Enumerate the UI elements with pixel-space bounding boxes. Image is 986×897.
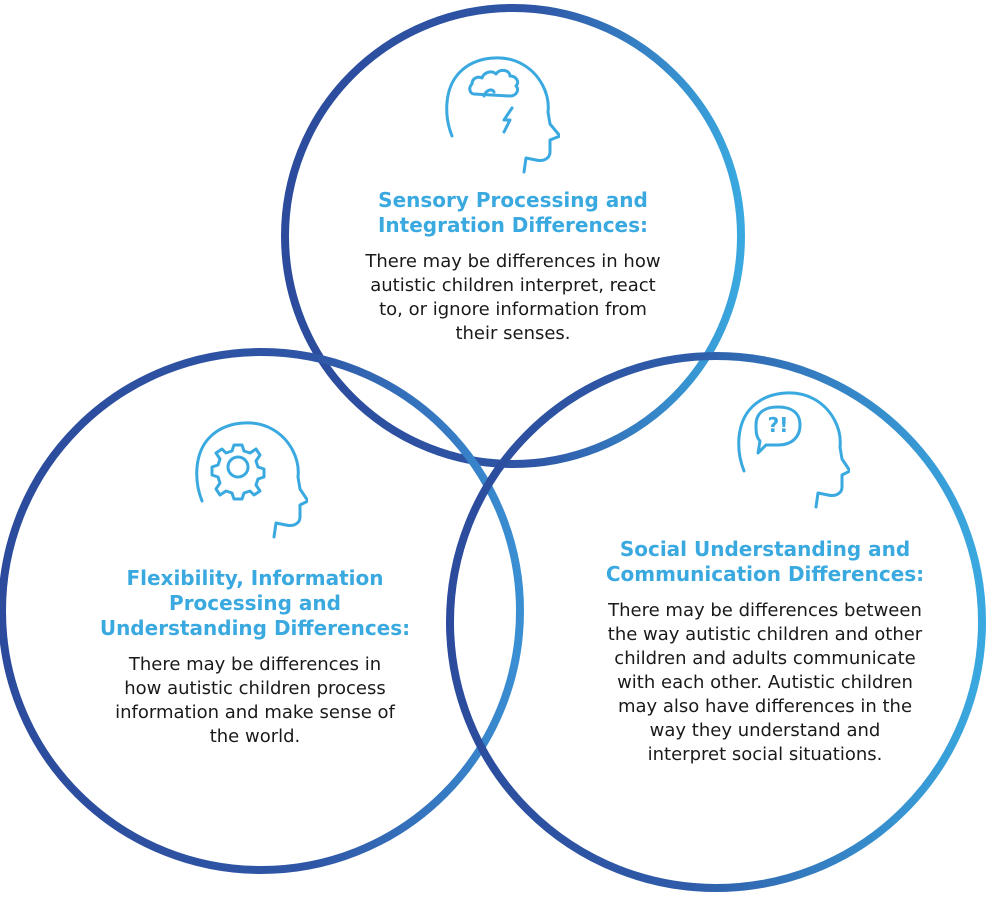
left-circle [0, 348, 524, 874]
text-line: children and adults communicate [614, 648, 916, 669]
text-line: to, or ignore information from [379, 299, 647, 320]
social-text: There may be differences between the way… [555, 599, 975, 767]
flexibility-section: Flexibility, Information Processing and … [70, 566, 440, 749]
social-title: Social Understanding and Communication D… [555, 537, 975, 587]
text-line: may also have differences in the [617, 696, 913, 717]
text-line: information and make sense of [115, 702, 395, 723]
title-line: Integration Differences: [377, 213, 649, 237]
speech-bubble-head-icon: ?! [730, 385, 852, 515]
top-circle [281, 4, 745, 468]
text-line: the world. [209, 726, 301, 747]
title-line: Sensory Processing and [378, 188, 648, 212]
text-line: interpret social situations. [647, 744, 883, 765]
text-line: how autistic children process [124, 678, 386, 699]
text-line: There may be differences in how [365, 251, 661, 272]
title-line: Understanding Differences: [99, 616, 411, 640]
text-line: the way autistic children and other [607, 624, 923, 645]
social-section: Social Understanding and Communication D… [555, 537, 975, 767]
sensory-section: Sensory Processing and Integration Diffe… [318, 188, 708, 346]
text-line: There may be differences in [128, 654, 382, 675]
title-line: Processing and [169, 591, 341, 615]
sensory-title: Sensory Processing and Integration Diffe… [318, 188, 708, 238]
flexibility-text: There may be differences in how autistic… [70, 653, 440, 749]
gear-head-icon [188, 415, 310, 545]
text-line: There may be differences between [608, 600, 922, 621]
bubble-text: ?! [767, 413, 789, 437]
title-line: Social Understanding and [619, 537, 911, 561]
text-line: with each other. Autistic children [617, 672, 913, 693]
title-line: Flexibility, Information [126, 566, 384, 590]
title-line: Communication Differences: [605, 562, 925, 586]
text-line: autistic children interpret, react [370, 275, 656, 296]
sensory-text: There may be differences in how autistic… [318, 250, 708, 346]
brain-cloud-head-icon [440, 50, 562, 180]
flexibility-title: Flexibility, Information Processing and … [70, 566, 440, 641]
text-line: way they understand and [649, 720, 881, 741]
right-circle [446, 352, 986, 892]
text-line: their senses. [455, 323, 571, 344]
